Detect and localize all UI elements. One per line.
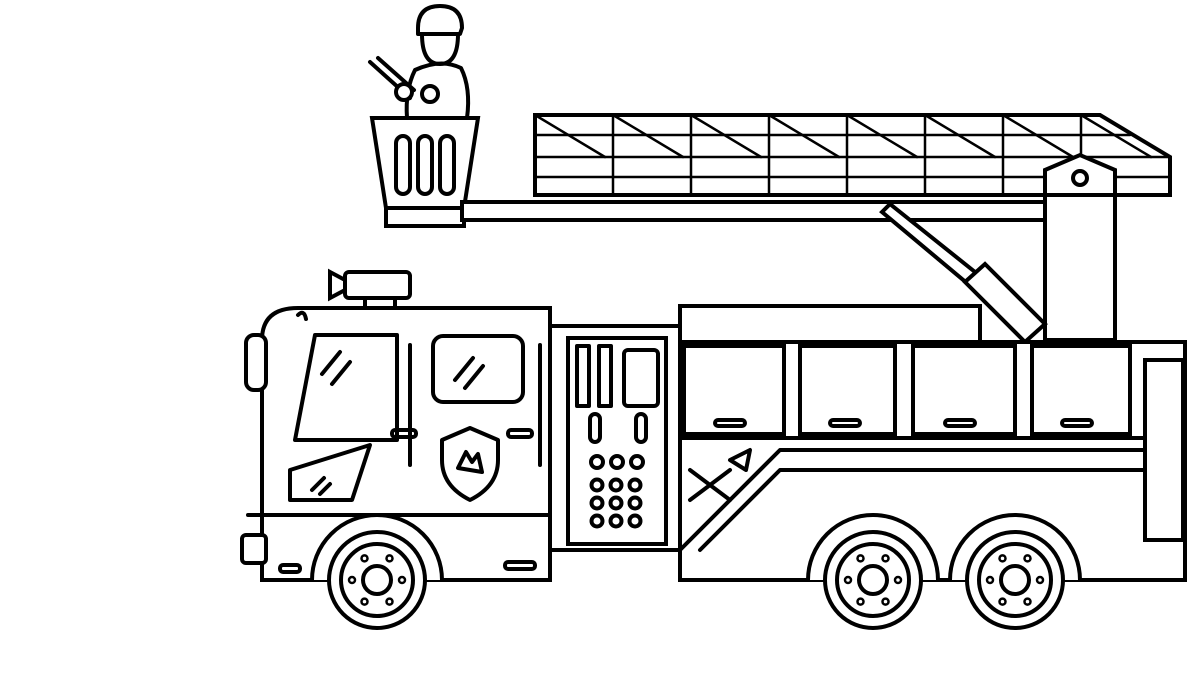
- wheel-rim: [339, 542, 415, 618]
- lug-nut: [1023, 554, 1032, 563]
- lug-nut: [881, 597, 890, 606]
- lug-nut: [985, 575, 995, 585]
- lug-nut: [856, 554, 865, 563]
- rear-body: [678, 340, 1187, 582]
- pump-panel: [548, 324, 682, 552]
- firefighter: [368, 4, 471, 120]
- boom-arm: [460, 200, 1048, 222]
- lug-nut: [385, 554, 394, 563]
- ladder-brace: [1079, 113, 1153, 159]
- lug-nut: [843, 575, 853, 585]
- panel-button: [589, 495, 605, 511]
- wheel-hub: [999, 564, 1031, 596]
- lug-nut: [893, 575, 903, 585]
- lug-nut: [998, 597, 1007, 606]
- cab: [240, 306, 552, 582]
- panel-button: [608, 477, 624, 493]
- ladder-brace: [767, 113, 841, 159]
- panel-button: [627, 477, 643, 493]
- panel-button: [627, 495, 643, 511]
- wheel-hub: [857, 564, 889, 596]
- wheels: [310, 513, 1082, 630]
- lug-nut: [998, 554, 1007, 563]
- panel-button: [589, 477, 605, 493]
- lug-nut: [1035, 575, 1045, 585]
- wheel-rim: [977, 542, 1053, 618]
- wheel-rim: [835, 542, 911, 618]
- panel-knob: [629, 454, 645, 470]
- lug-nut: [1023, 597, 1032, 606]
- panel-button: [608, 513, 624, 529]
- hydraulic-piston: [879, 201, 1048, 345]
- lug-nut: [360, 554, 369, 563]
- roof-compartment: [678, 304, 982, 344]
- ladder: [533, 113, 1172, 197]
- ladder-brace: [1001, 113, 1075, 159]
- wheel: [823, 530, 923, 630]
- wheel: [327, 530, 427, 630]
- ladder-brace: [689, 113, 763, 159]
- lug-nut: [360, 597, 369, 606]
- panel-button: [627, 513, 643, 529]
- wheel-hub: [361, 564, 393, 596]
- lug-nut: [385, 597, 394, 606]
- panel-button: [608, 495, 624, 511]
- ladder-brace: [533, 113, 607, 159]
- panel-knob: [609, 454, 625, 470]
- ladder-brace: [611, 113, 685, 159]
- wheel: [965, 530, 1065, 630]
- ladder-brace: [923, 113, 997, 159]
- panel-button: [589, 513, 605, 529]
- siren-light: [328, 268, 412, 310]
- lug-nut: [856, 597, 865, 606]
- lug-nut: [881, 554, 890, 563]
- ladder-tower: [1043, 152, 1117, 342]
- panel-knob: [589, 454, 605, 470]
- lug-nut: [347, 575, 357, 585]
- lug-nut: [397, 575, 407, 585]
- ladder-brace: [845, 113, 919, 159]
